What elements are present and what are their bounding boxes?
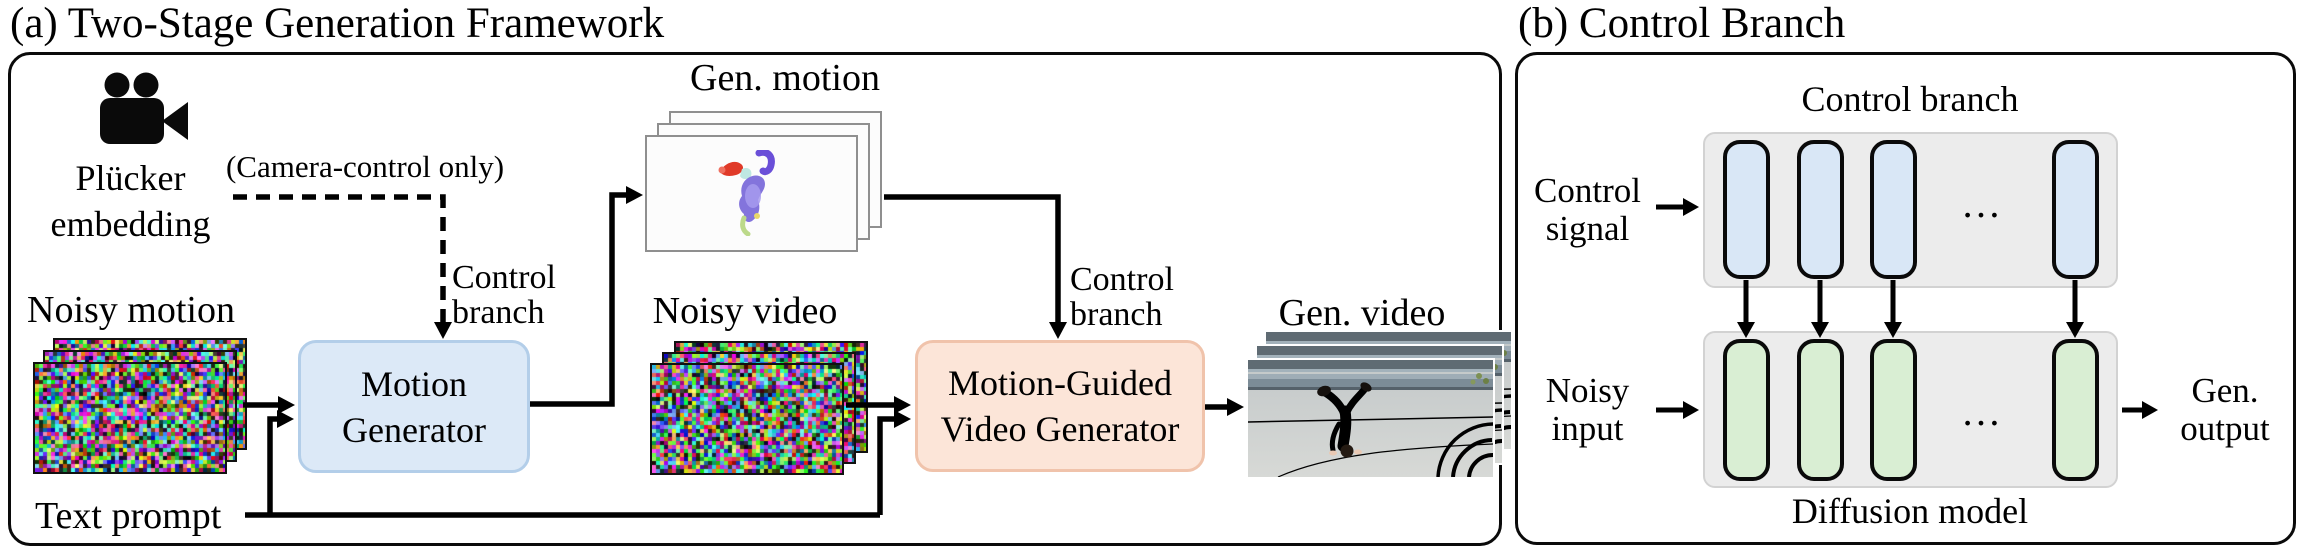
diffusion-row-ellipsis: … (1950, 388, 2016, 435)
motion-generator-box: Motion Generator (298, 340, 530, 473)
noisy-video-label: Noisy video (645, 289, 845, 333)
diffusion-block-3 (1870, 339, 1917, 481)
diffusion-block-2 (1797, 339, 1844, 481)
gen-video-frame-front (1248, 360, 1493, 477)
panel-b-title: (b) Control Branch (1518, 0, 1845, 48)
noisy-video-frame-front (650, 363, 844, 475)
camera-control-note: (Camera-control only) (215, 150, 515, 184)
gen-motion-label: Gen. motion (675, 56, 895, 100)
control-block-n (2052, 140, 2099, 279)
gen-video-label: Gen. video (1262, 291, 1462, 335)
plucker-embedding-label: Plücker embedding (28, 155, 233, 247)
video-camera-icon (98, 66, 190, 144)
panel-a-title: (a) Two-Stage Generation Framework (10, 0, 664, 48)
control-signal-label: Control signal (1525, 172, 1650, 248)
control-branch-label-2: Control branch (1070, 262, 1174, 332)
control-block-3 (1870, 140, 1917, 279)
control-block-2 (1797, 140, 1844, 279)
control-block-1 (1723, 140, 1770, 279)
diffusion-block-1 (1723, 339, 1770, 481)
control-row-ellipsis: … (1950, 180, 2016, 227)
video-generator-box: Motion-Guided Video Generator (915, 340, 1205, 472)
noisy-input-label: Noisy input (1525, 372, 1650, 448)
diffusion-block-n (2052, 339, 2099, 481)
control-branch-header: Control branch (1760, 80, 2060, 118)
optical-flow-figure (718, 150, 784, 236)
text-prompt-label: Text prompt (35, 494, 221, 538)
control-branch-label-1: Control branch (452, 260, 556, 330)
diffusion-model-label: Diffusion model (1760, 492, 2060, 530)
noisy-motion-frame-front (33, 362, 227, 474)
noisy-motion-label: Noisy motion (27, 288, 227, 332)
gen-output-label: Gen. output (2160, 372, 2290, 448)
